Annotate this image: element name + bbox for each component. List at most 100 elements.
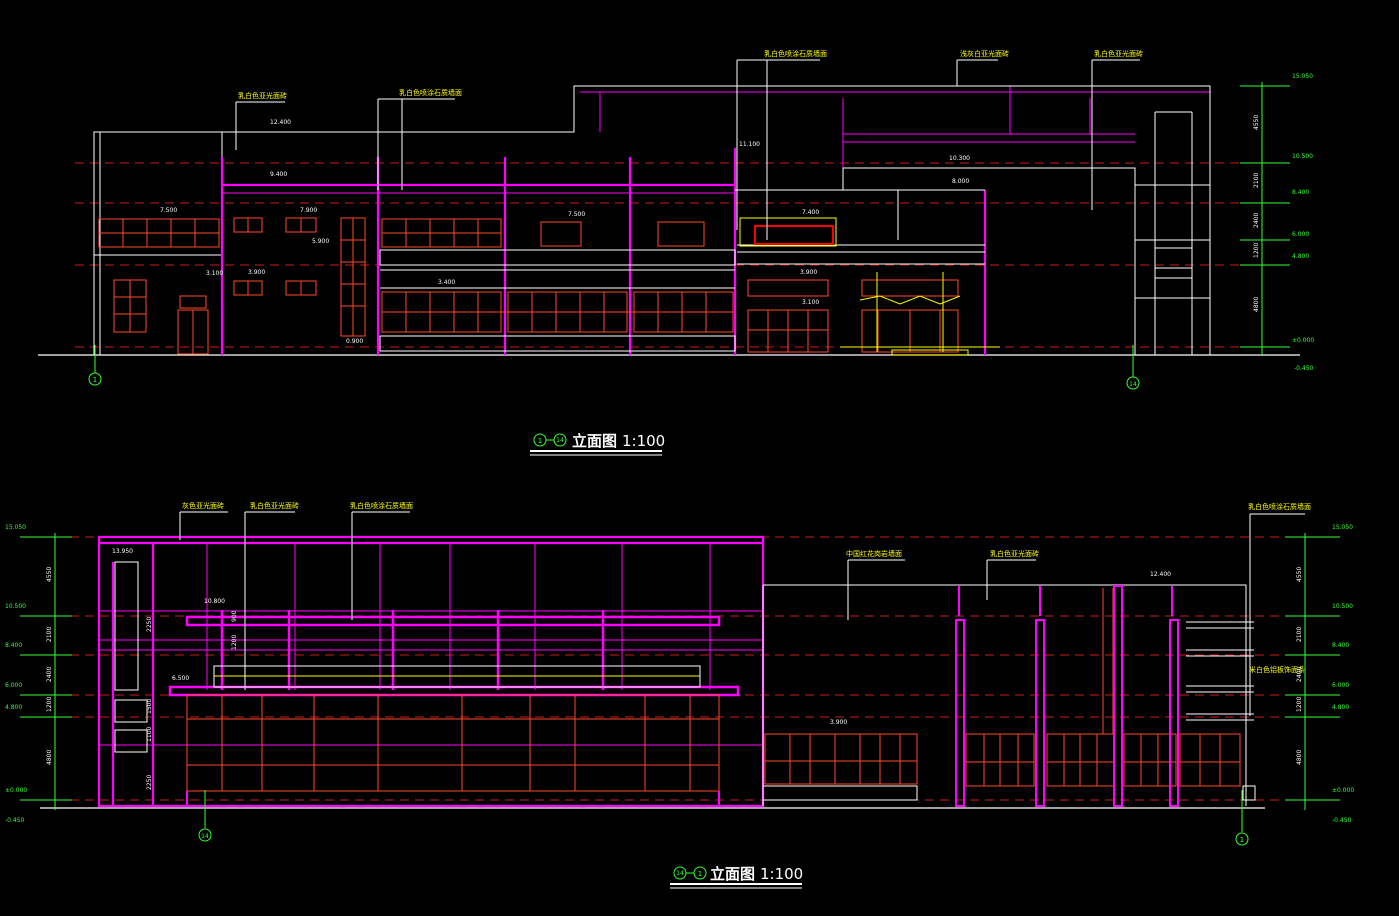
top-axis-right-label: 14 [1129, 381, 1137, 388]
bottom-level-right: 15.050 [1332, 524, 1353, 531]
top-level: 15.050 [1292, 73, 1313, 80]
bottom-mark: 1100 [146, 727, 153, 742]
top-level: 4.800 [1292, 253, 1309, 260]
bottom-level-left: 8.400 [5, 642, 22, 649]
bottom-mark: 2250 [146, 775, 153, 790]
bottom-mark: 1500 [146, 699, 153, 714]
top-mark: 11.100 [739, 141, 760, 148]
bottom-level-right: ±0.000 [1332, 787, 1354, 794]
bottom-note-7: 米白色铝板饰面条 [1249, 665, 1305, 674]
bottom-level-left: ±0.000 [5, 787, 27, 794]
bottom-dim-left: 4550 [46, 567, 53, 582]
bottom-right-pillars [955, 585, 1179, 807]
top-elevation: 乳白色亚光面砖 乳白色喷涂石质墙面 乳白色喷涂石质墙面 浅灰白亚光面砖 乳白色亚… [38, 49, 1314, 456]
bottom-storefront [186, 694, 720, 792]
top-note-2: 乳白色喷涂石质墙面 [399, 88, 462, 97]
bottom-note-6: 乳白色喷涂石质墙面 [1248, 502, 1311, 511]
bottom-title: 立面图 [710, 865, 755, 883]
top-leaders [235, 59, 1140, 240]
bottom-mark: 6.500 [172, 675, 189, 682]
top-dim: 1200 [1253, 243, 1260, 258]
bottom-mark: 3.900 [830, 719, 847, 726]
top-mid-windows [233, 217, 366, 337]
bottom-level-left: 15.050 [5, 524, 26, 531]
top-mark: 3.400 [438, 279, 455, 286]
top-level: 10.500 [1292, 153, 1313, 160]
bottom-dim-right: 4550 [1296, 567, 1303, 582]
top-mark: 9.400 [270, 171, 287, 178]
bottom-note-1: 灰色亚光面砖 [182, 501, 224, 510]
top-axis-left-label: 1 [93, 376, 97, 384]
bottom-note-4: 中国红花岗岩墙面 [846, 549, 902, 558]
top-title-bubble-to [553, 433, 567, 447]
bottom-axis-bubble-right [1235, 832, 1249, 846]
bottom-dim-right: 2400 [1296, 667, 1303, 682]
bottom-level-left: 6.000 [5, 682, 22, 689]
bottom-level-right: 6.000 [1332, 682, 1349, 689]
top-dim: 4550 [1253, 115, 1260, 130]
bottom-level-right: 4.800 [1332, 704, 1349, 711]
top-mark: 7.900 [300, 207, 317, 214]
bottom-dim-left: 2100 [46, 627, 53, 642]
bottom-mark: 10.800 [204, 598, 225, 605]
top-mark: 10.300 [949, 155, 970, 162]
bottom-level-left: 10.500 [5, 603, 26, 610]
bottom-dim-left: 4800 [46, 750, 53, 765]
top-left-windows [98, 218, 220, 355]
top-level: 8.400 [1292, 189, 1309, 196]
top-note-1: 乳白色亚光面砖 [238, 91, 287, 100]
top-level: 6.000 [1292, 231, 1309, 238]
top-mark: 7.400 [802, 209, 819, 216]
bottom-right-block [762, 584, 1256, 806]
top-title: 立面图 [572, 432, 617, 450]
bottom-note-2: 乳白色亚光面砖 [250, 501, 299, 510]
top-note-3: 乳白色喷涂石质墙面 [764, 49, 827, 58]
bottom-dim-right: 2100 [1296, 627, 1303, 642]
bottom-mark: 900 [231, 610, 238, 622]
top-mark: 12.400 [270, 119, 291, 126]
top-mark: 7.500 [160, 207, 177, 214]
bottom-level-left: -0.450 [5, 817, 25, 824]
bottom-axis-left-label: 14 [201, 833, 209, 840]
top-mark: 3.900 [248, 269, 265, 276]
top-dim: 4800 [1253, 297, 1260, 312]
top-scale: 1:100 [622, 432, 665, 450]
top-mark: 3.900 [800, 269, 817, 276]
top-note-5: 乳白色亚光面砖 [1094, 49, 1143, 58]
bottom-level-left: 4.800 [5, 704, 22, 711]
bottom-dim-right: 1200 [1296, 697, 1303, 712]
top-title-axis-from: 1 [538, 437, 542, 445]
bottom-note-5: 乳白色亚光面砖 [990, 549, 1039, 558]
top-mark: 3.100 [802, 299, 819, 306]
top-balustrades [379, 244, 985, 352]
bottom-scale: 1:100 [760, 865, 803, 883]
top-dim: 2400 [1253, 213, 1260, 228]
bottom-title-bubble-to [693, 866, 707, 880]
top-level-column [1240, 82, 1290, 356]
top-middle-outline [94, 85, 1211, 355]
top-axis-bubble-left [88, 372, 102, 386]
bottom-level-right: 8.400 [1332, 642, 1349, 649]
bottom-title-axis-from: 14 [676, 870, 684, 877]
top-note-4: 浅灰白亚光面砖 [960, 49, 1009, 58]
bottom-title-axis-to: 1 [698, 870, 702, 878]
bottom-level-right: 10.500 [1332, 603, 1353, 610]
top-mark: 8.000 [952, 178, 969, 185]
top-level: -0.450 [1294, 365, 1314, 372]
top-title-axis-to: 14 [556, 437, 564, 444]
bottom-level-column-left [20, 533, 72, 810]
bottom-pergola [168, 610, 740, 697]
bottom-dim-right: 4800 [1296, 750, 1303, 765]
top-axis-bubble-right [1126, 376, 1140, 390]
bottom-elevation: 灰色亚光面砖 乳白色亚光面砖 乳白色喷涂石质墙面 中国红花岗岩墙面 乳白色亚光面… [5, 501, 1354, 889]
top-bay-windows [381, 218, 959, 353]
bottom-right-windows [764, 588, 1241, 787]
top-yellow-details [739, 217, 1000, 356]
bottom-mark: 13.950 [112, 548, 133, 555]
top-level-lines [75, 162, 1270, 348]
top-mark: 7.500 [568, 211, 585, 218]
bottom-left-frame [97, 535, 765, 808]
bottom-note-3: 乳白色喷涂石质墙面 [350, 501, 413, 510]
bottom-dim-left: 1200 [46, 697, 53, 712]
